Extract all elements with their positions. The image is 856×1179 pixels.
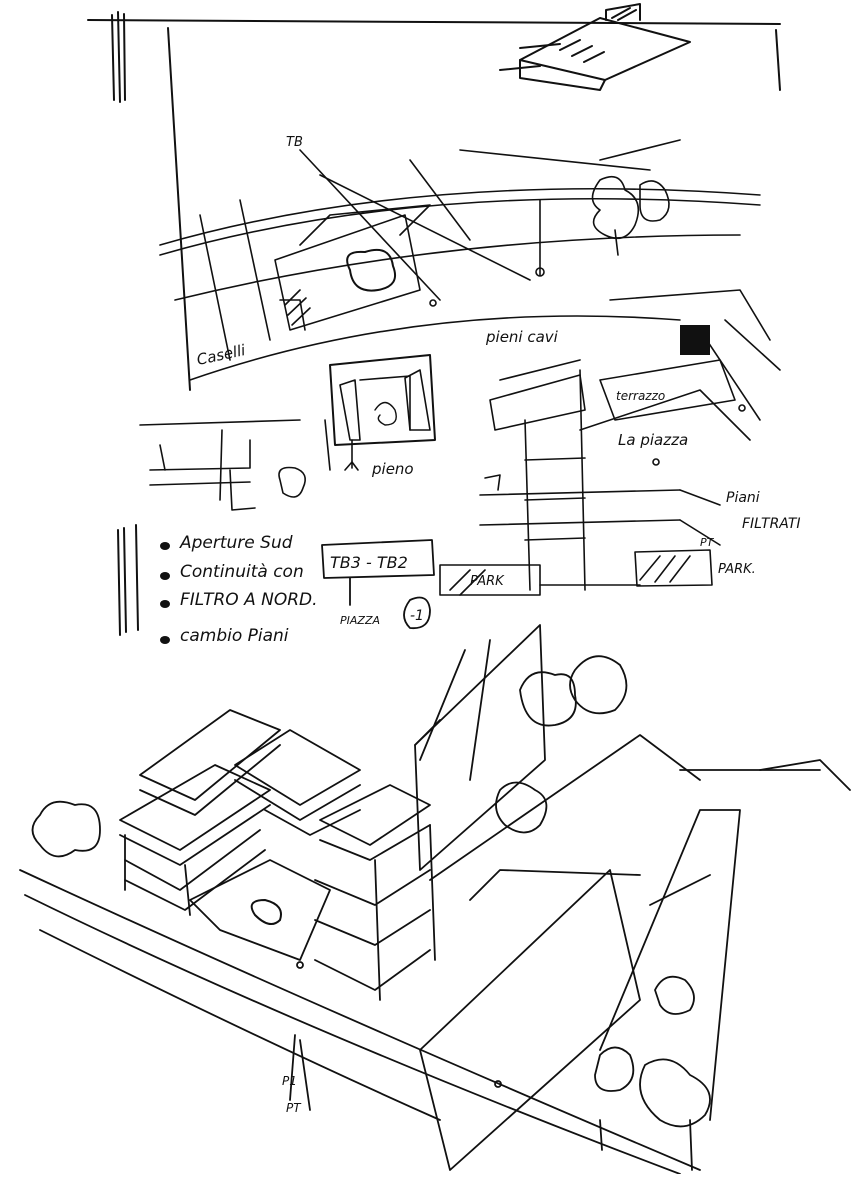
bullet-icon	[160, 600, 170, 608]
label-terrazzo: terrazzo	[616, 389, 665, 403]
tb-box	[321, 539, 435, 630]
label-tb3-tb2: TB3 - TB2	[330, 553, 408, 572]
note-item: Aperture Sud	[180, 533, 293, 553]
note-item: FILTRO A NORD.	[180, 590, 318, 610]
label-filtrati: FILTRATI	[742, 516, 801, 532]
label-p1: P1	[282, 1074, 297, 1088]
park-section-sketch	[439, 474, 721, 596]
label-la-piazza: La piazza	[618, 431, 688, 449]
upper-perspective-sketch	[159, 139, 761, 381]
label-piazza: PIAZZA	[340, 614, 380, 627]
bullet-icon	[160, 542, 170, 550]
bullet-icon	[160, 572, 170, 580]
label-pt-bottom: PT	[286, 1101, 302, 1115]
frame-lines	[87, 11, 781, 391]
label-tb: TB	[286, 135, 303, 150]
isometric-massing-sketch	[19, 624, 851, 1175]
label-pt: PT	[700, 536, 715, 549]
label-pieni-cavi: pieni cavi	[485, 328, 559, 346]
label-minus1: -1	[410, 608, 424, 624]
note-item: cambio Piani	[180, 626, 289, 646]
section-sketch-left	[139, 354, 436, 511]
bullet-icon	[160, 636, 170, 644]
note-item: Continuità con	[180, 562, 304, 582]
section-sketch-right	[489, 289, 781, 591]
label-piani: Piani	[726, 490, 760, 506]
label-pieno: pieno	[371, 460, 414, 478]
label-park-right: PARK.	[718, 562, 756, 577]
notes-margin-lines	[117, 524, 139, 636]
stair-detail-sketch	[499, 3, 691, 91]
label-park-left: PARK	[470, 574, 505, 589]
